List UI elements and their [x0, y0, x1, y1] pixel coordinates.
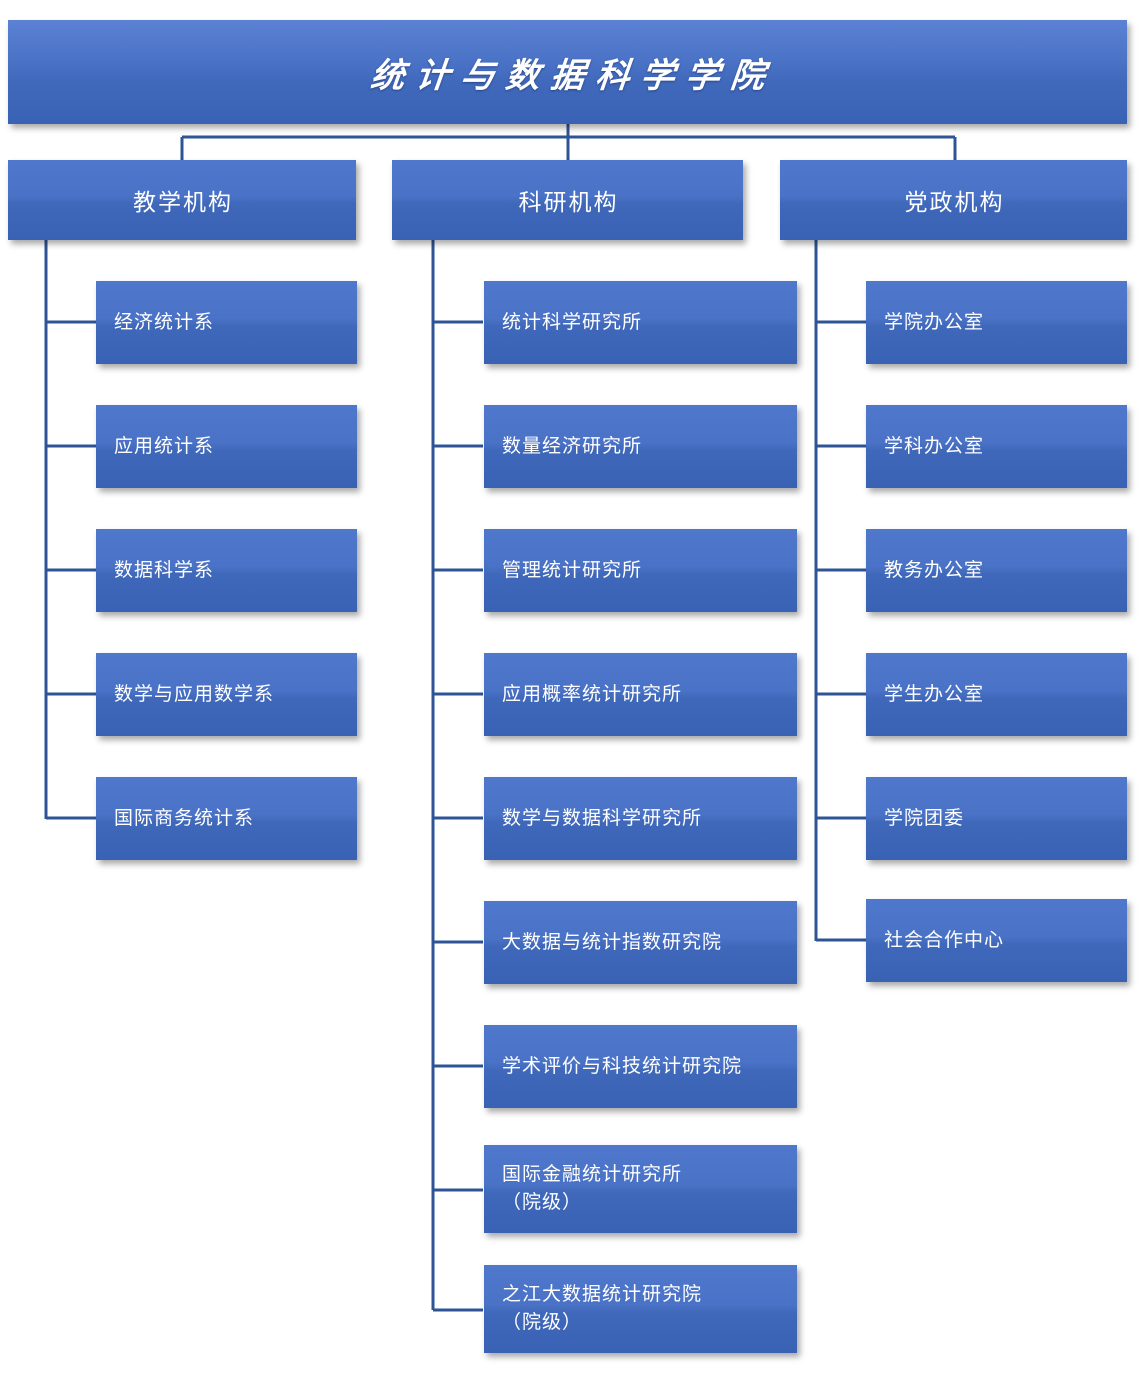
- leaf-node-research-7[interactable]: 学术评价与科技统计研究院: [484, 1025, 797, 1108]
- category-node-party-admin[interactable]: 党政机构: [780, 160, 1127, 240]
- leaf-label-party-3: 教务办公室: [884, 559, 985, 581]
- leaf-node-party-5[interactable]: 学院团委: [866, 777, 1127, 860]
- leaf-node-teaching-2[interactable]: 应用统计系: [96, 405, 357, 488]
- leaf-label-research-1: 统计科学研究所: [502, 311, 643, 333]
- leaf-label-research-2: 数量经济研究所: [502, 435, 643, 457]
- leaf-label-research-9: 之江大数据统计研究院 （院级）: [502, 1284, 703, 1333]
- leaf-node-party-3[interactable]: 教务办公室: [866, 529, 1127, 612]
- leaf-node-teaching-4[interactable]: 数学与应用数学系: [96, 653, 357, 736]
- leaf-node-party-1[interactable]: 学院办公室: [866, 281, 1127, 364]
- category-label-party-admin: 党政机构: [904, 190, 1005, 215]
- leaf-label-party-5: 学院团委: [884, 807, 965, 829]
- leaf-node-teaching-1[interactable]: 经济统计系: [96, 281, 357, 364]
- leaf-node-party-2[interactable]: 学科办公室: [866, 405, 1127, 488]
- root-node-college[interactable]: 统计与数据科学学院: [8, 20, 1127, 124]
- category-node-teaching[interactable]: 教学机构: [8, 160, 356, 240]
- leaf-label-teaching-4: 数学与应用数学系: [114, 683, 275, 705]
- leaf-label-teaching-1: 经济统计系: [114, 311, 215, 333]
- leaf-label-teaching-5: 国际商务统计系: [114, 807, 255, 829]
- leaf-label-teaching-2: 应用统计系: [114, 435, 215, 457]
- leaf-label-research-3: 管理统计研究所: [502, 559, 643, 581]
- leaf-node-teaching-5[interactable]: 国际商务统计系: [96, 777, 357, 860]
- leaf-label-party-2: 学科办公室: [884, 435, 985, 457]
- leaf-node-research-8[interactable]: 国际金融统计研究所 （院级）: [484, 1145, 797, 1233]
- category-label-research: 科研机构: [518, 190, 619, 215]
- leaf-label-research-6: 大数据与统计指数研究院: [502, 931, 723, 953]
- category-node-research[interactable]: 科研机构: [392, 160, 743, 240]
- leaf-node-research-6[interactable]: 大数据与统计指数研究院: [484, 901, 797, 984]
- leaf-label-teaching-3: 数据科学系: [114, 559, 215, 581]
- leaf-node-research-2[interactable]: 数量经济研究所: [484, 405, 797, 488]
- leaf-node-research-1[interactable]: 统计科学研究所: [484, 281, 797, 364]
- category-label-teaching: 教学机构: [133, 190, 233, 215]
- leaf-node-teaching-3[interactable]: 数据科学系: [96, 529, 357, 612]
- leaf-node-party-6[interactable]: 社会合作中心: [866, 899, 1127, 982]
- leaf-label-research-7: 学术评价与科技统计研究院: [502, 1055, 743, 1077]
- leaf-label-party-6: 社会合作中心: [884, 929, 1005, 951]
- leaf-node-party-4[interactable]: 学生办公室: [866, 653, 1127, 736]
- leaf-node-research-5[interactable]: 数学与数据科学研究所: [484, 777, 797, 860]
- leaf-node-research-9[interactable]: 之江大数据统计研究院 （院级）: [484, 1265, 797, 1353]
- leaf-node-research-4[interactable]: 应用概率统计研究所: [484, 653, 797, 736]
- leaf-label-party-1: 学院办公室: [884, 311, 985, 333]
- page-title: 统计与数据科学学院: [368, 55, 778, 96]
- leaf-label-research-5: 数学与数据科学研究所: [502, 807, 703, 829]
- leaf-label-party-4: 学生办公室: [884, 683, 985, 705]
- leaf-node-research-3[interactable]: 管理统计研究所: [484, 529, 797, 612]
- leaf-label-research-8: 国际金融统计研究所 （院级）: [502, 1164, 683, 1213]
- leaf-label-research-4: 应用概率统计研究所: [502, 683, 683, 705]
